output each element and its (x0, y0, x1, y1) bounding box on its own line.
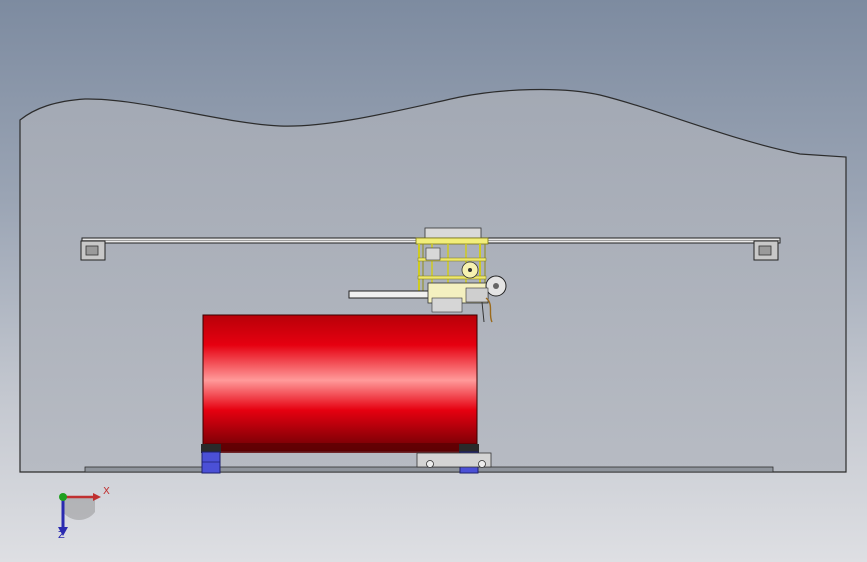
triad-z-label: Z (58, 530, 65, 541)
red-tank[interactable] (202, 314, 478, 453)
right-beam-bracket[interactable] (753, 240, 779, 261)
left-beam-bracket[interactable] (80, 240, 106, 261)
welding-carriage[interactable] (415, 227, 489, 296)
welding-arm[interactable] (348, 275, 507, 323)
carriage-base[interactable] (416, 452, 492, 468)
coordinate-triad (58, 493, 101, 536)
triad-x-label: X (103, 486, 110, 497)
y-axis-dot (59, 493, 67, 501)
left-roller-support[interactable] (201, 444, 221, 474)
